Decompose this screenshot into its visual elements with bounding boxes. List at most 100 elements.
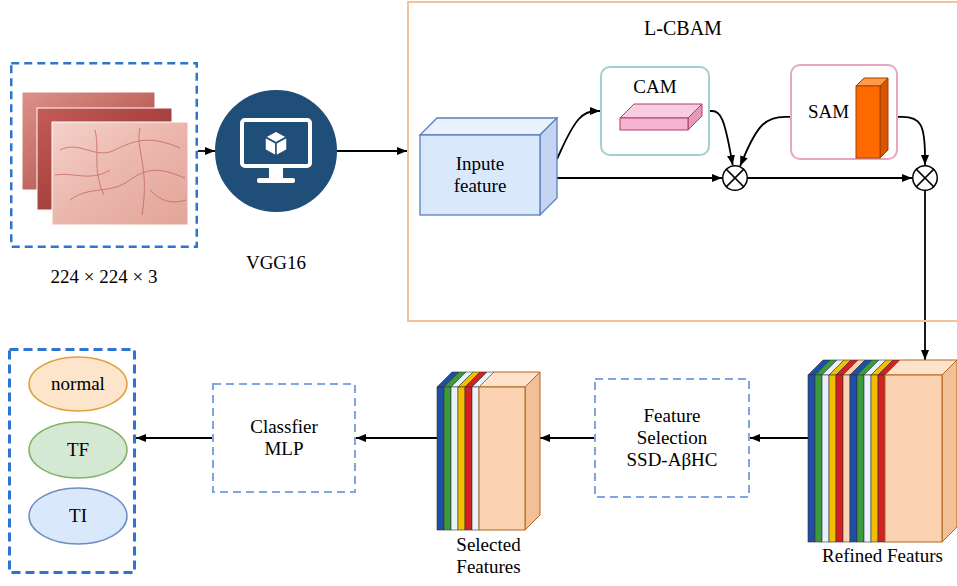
- feature-layer-top: [451, 372, 473, 387]
- feature-layer-top: [465, 372, 487, 387]
- slab-side: [688, 104, 702, 130]
- feature-selection-box: Feature Selection SSD-AβHC: [594, 378, 750, 498]
- feature-layer-top: [458, 372, 480, 387]
- arrow-connector: [557, 177, 722, 179]
- photo-veins: [55, 128, 186, 215]
- feature-layer: [444, 387, 451, 530]
- bar-side: [880, 78, 888, 158]
- node-label: SAM: [808, 101, 849, 123]
- vein: [95, 130, 104, 195]
- box-front-face: [420, 135, 540, 215]
- feature-layer-top: [864, 360, 886, 375]
- class-ellipse: TF: [28, 421, 128, 479]
- sam-box: SAM: [790, 64, 898, 160]
- box-side-face: [540, 118, 557, 215]
- feature-layer: [437, 387, 444, 530]
- vein: [150, 190, 186, 202]
- channel-attention-map: [620, 104, 702, 130]
- class-ellipse: TI: [28, 487, 128, 545]
- refined-feature-stack-outline: [808, 360, 957, 542]
- arrow-connector: [540, 437, 594, 439]
- node-label: Selected Features: [434, 534, 544, 578]
- ellipse-outline: [29, 488, 127, 544]
- vein: [70, 170, 185, 200]
- cube-left: [265, 137, 276, 156]
- input-image-box: 224 × 224 × 3: [10, 62, 198, 248]
- multiply-node-outline: [912, 165, 938, 191]
- vein: [139, 128, 144, 215]
- feature-layer-top: [472, 372, 494, 387]
- arrow-connector: [740, 117, 790, 166]
- node-label: Inpute feature: [430, 153, 530, 197]
- input-image-box-outline: [10, 62, 198, 248]
- feature-layer: [836, 375, 843, 542]
- vein: [55, 170, 110, 176]
- feature-block-front: [479, 387, 525, 530]
- feature-layer-top: [836, 360, 858, 375]
- node-label: L-CBAM: [644, 17, 722, 40]
- feature-layer-top: [808, 360, 830, 375]
- node-label: 224 × 224 × 3: [10, 266, 198, 288]
- multiply-cross: [726, 169, 744, 187]
- monitor-screen: [242, 120, 310, 166]
- feature-block-top: [885, 360, 957, 375]
- multiply-cross: [916, 169, 934, 187]
- refined-feature-stack: Refined Featurs: [808, 360, 957, 542]
- feature-layer: [878, 375, 885, 542]
- arrow-connector: [924, 191, 926, 360]
- feature-block-side: [525, 372, 540, 530]
- selected-feature-stack: Selected Features: [437, 372, 540, 530]
- node-label: VGG16: [206, 252, 346, 274]
- feature-block-top: [479, 372, 540, 387]
- node-label: TF: [67, 439, 89, 461]
- arrow-connector: [337, 150, 407, 152]
- vgg16-circle: VGG16: [215, 90, 337, 212]
- arrow-connector: [748, 177, 912, 179]
- multiply-node: [722, 165, 748, 191]
- arrow-connector: [750, 437, 808, 439]
- circle-outline: [723, 166, 748, 191]
- monitor-icon: [242, 120, 310, 183]
- feature-layer: [472, 387, 479, 530]
- feature-layer: [871, 375, 878, 542]
- feature-layer-top: [822, 360, 844, 375]
- feature-layer: [458, 387, 465, 530]
- circle-outline: [216, 91, 337, 212]
- feature-layer: [843, 375, 850, 542]
- classifier-box: Classfier MLP: [212, 383, 356, 493]
- feature-layer-top: [871, 360, 893, 375]
- arrow-connector: [136, 437, 212, 439]
- node-label: normal: [51, 373, 105, 395]
- monitor-stand: [269, 168, 283, 178]
- node-label: Feature Selection SSD-AβHC: [617, 405, 727, 471]
- feature-layer-top: [857, 360, 879, 375]
- feature-block-front: [885, 375, 942, 542]
- cube-top: [265, 131, 287, 143]
- output-class-box: normalTF TI: [8, 348, 136, 574]
- eyelid-photo: [52, 122, 188, 225]
- arrow-connector: [710, 111, 733, 165]
- vein: [60, 140, 180, 153]
- monitor-base: [257, 178, 295, 183]
- feature-layer-top: [815, 360, 837, 375]
- vgg16-circle-outline: [215, 90, 337, 212]
- slab-front: [620, 118, 688, 130]
- bar-top: [856, 78, 888, 86]
- feature-layer-top: [444, 372, 466, 387]
- arrow-connector: [557, 111, 600, 159]
- feature-layer: [808, 375, 815, 542]
- ellipse-outline: [29, 422, 127, 478]
- multiply-cross: [726, 169, 744, 187]
- multiply-cross: [916, 169, 934, 187]
- feature-layer: [857, 375, 864, 542]
- arrow-connector: [198, 150, 215, 152]
- class-ellipse: normal: [28, 356, 128, 412]
- node-label: TI: [69, 505, 87, 527]
- cube-right: [276, 137, 287, 156]
- feature-layer: [815, 375, 822, 542]
- circle-outline: [913, 166, 938, 191]
- feature-layer-top: [437, 372, 459, 387]
- multiply-node: [912, 165, 938, 191]
- node-label: Refined Featurs: [798, 545, 957, 567]
